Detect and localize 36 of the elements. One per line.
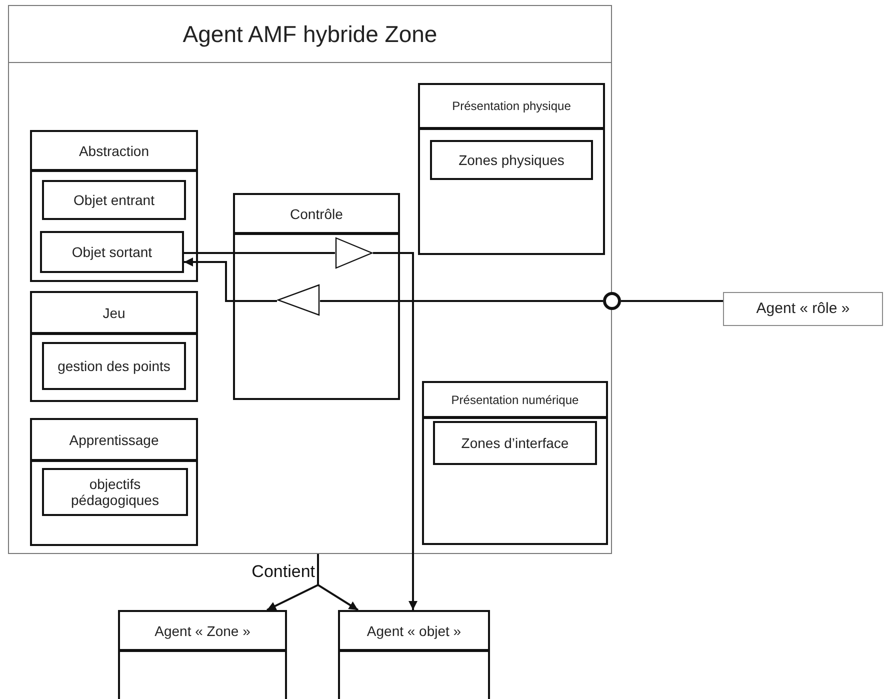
component-box — [42, 180, 186, 220]
heading: Présentation physique — [452, 99, 571, 113]
box-text: Zones d’interface — [461, 434, 569, 452]
class-box — [338, 610, 490, 699]
component-box — [723, 292, 883, 326]
class-box — [233, 193, 400, 400]
triangle-symbol — [277, 284, 320, 316]
component-box — [42, 468, 188, 516]
class-box — [8, 5, 612, 554]
class-box — [422, 381, 608, 545]
box-text: objectifs pédagogiques — [70, 476, 160, 508]
interface-circle — [603, 292, 621, 310]
box-text: gestion des points — [58, 358, 170, 374]
class-box — [30, 418, 198, 546]
triangle-symbol — [335, 237, 373, 269]
component-box — [433, 421, 597, 465]
heading: Abstraction — [78, 142, 150, 158]
box-text: Objet sortant — [72, 244, 152, 260]
class-box — [30, 291, 198, 402]
heading: Présentation numérique — [451, 392, 579, 406]
box-text: Objet entrant — [74, 192, 154, 208]
box-text: Zones physiques — [458, 152, 564, 168]
heading: Jeu — [102, 304, 126, 320]
heading: Contrôle — [290, 206, 343, 222]
component-box — [40, 231, 184, 273]
heading: Agent AMF hybride Zone — [182, 20, 438, 48]
class-box — [30, 130, 198, 282]
class-box — [118, 610, 287, 699]
heading: Agent « Zone » — [154, 622, 250, 638]
edge-label: Contient — [252, 562, 315, 582]
component-box — [430, 140, 593, 180]
heading: Agent « objet » — [366, 622, 462, 638]
component-box — [42, 342, 186, 390]
heading: Apprentissage — [69, 432, 159, 448]
class-box — [418, 83, 605, 255]
box-text: Agent « rôle » — [756, 300, 850, 318]
